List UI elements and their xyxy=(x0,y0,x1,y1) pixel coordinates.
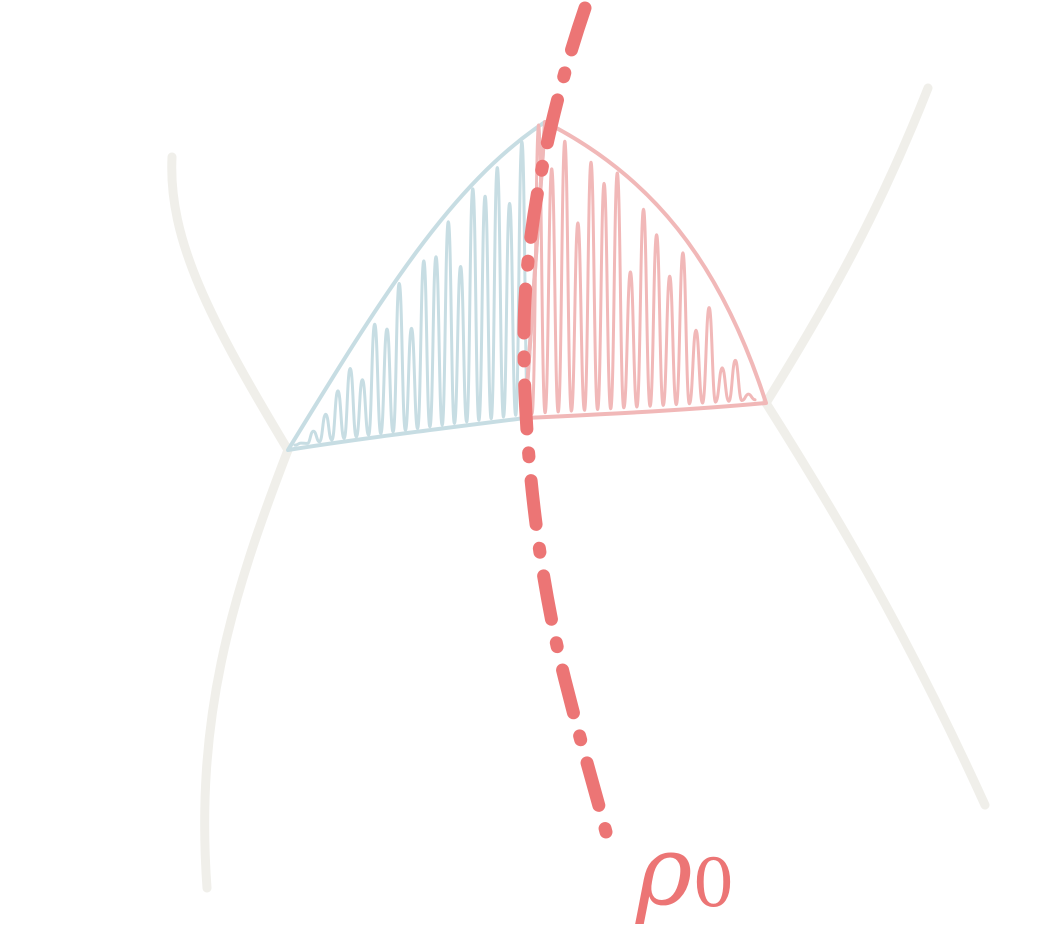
divider-label-subscript: 0 xyxy=(692,845,734,922)
left-region-oscillation xyxy=(293,140,530,447)
right-region-oscillation xyxy=(530,123,757,416)
guide-curves xyxy=(167,83,990,893)
left-region xyxy=(286,120,547,452)
left-region-outline xyxy=(286,120,547,452)
guide-curve-lower-right xyxy=(761,398,990,810)
guide-curve-upper-left xyxy=(167,152,293,455)
guide-curve-upper-right xyxy=(761,83,933,408)
right-region-outline xyxy=(523,120,768,420)
divider-curve xyxy=(517,1,613,839)
guide-curve-lower-left xyxy=(200,445,293,893)
divider-label: ρ0 xyxy=(635,815,734,927)
right-region xyxy=(523,120,768,420)
divider-label-symbol: ρ xyxy=(635,815,692,927)
